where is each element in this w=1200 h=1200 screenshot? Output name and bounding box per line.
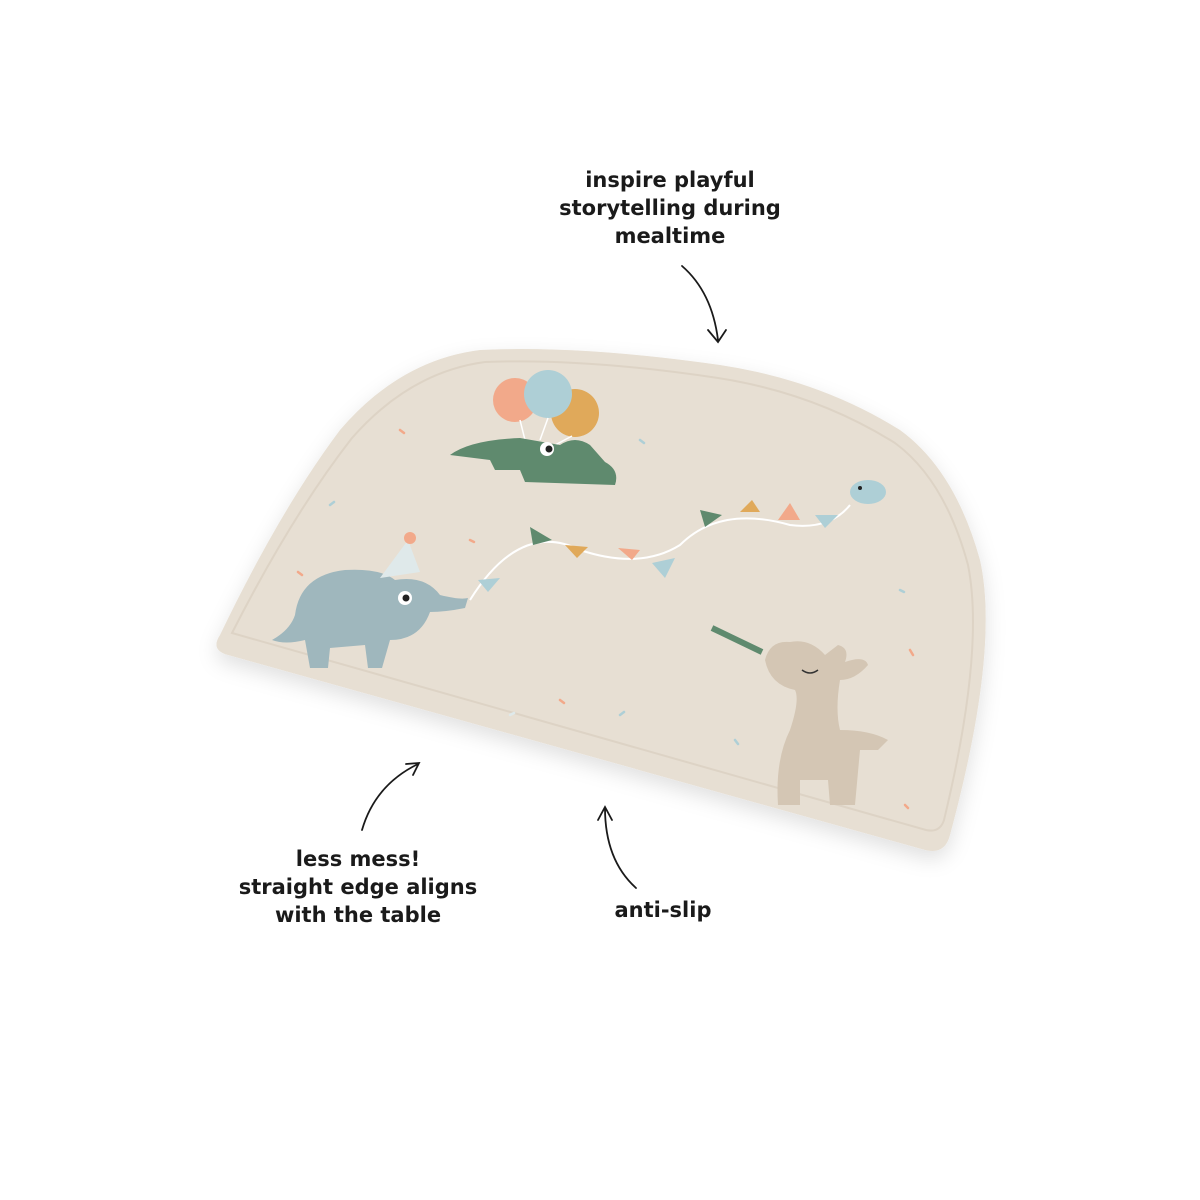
bunting [469, 500, 851, 601]
callout-storytelling: inspire playful storytelling during meal… [530, 166, 810, 250]
callout-line: less mess! [295, 847, 421, 871]
confetti [296, 428, 915, 810]
callout-anti-slip: anti-slip [563, 896, 763, 924]
callout-line: inspire playful [585, 168, 755, 192]
llama [710, 625, 888, 805]
arrow-right [597, 805, 637, 889]
arrow-top [681, 265, 727, 344]
callout-less-mess: less mess! straight edge aligns with the… [208, 845, 508, 929]
callout-line: anti-slip [614, 898, 712, 922]
crocodile [450, 438, 617, 485]
arrow-left [361, 761, 421, 831]
callout-line: mealtime [614, 224, 726, 248]
callout-line: storytelling during [559, 196, 781, 220]
elephant [272, 532, 468, 668]
arrows [361, 265, 727, 889]
bird [850, 480, 886, 504]
callout-line: straight edge aligns [238, 875, 478, 899]
callout-line: with the table [274, 903, 442, 927]
balloons [493, 370, 599, 446]
